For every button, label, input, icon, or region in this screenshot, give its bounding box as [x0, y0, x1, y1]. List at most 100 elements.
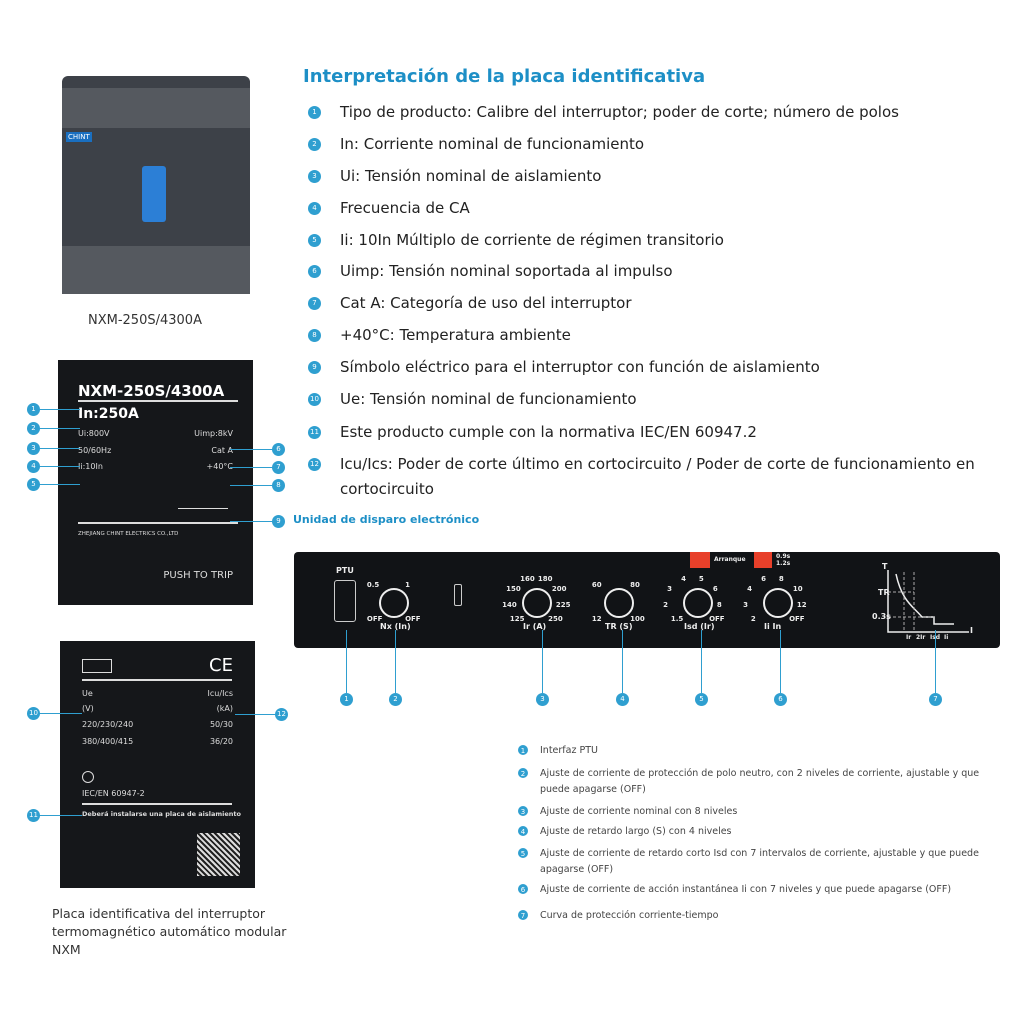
dial-value: OFF: [405, 614, 421, 623]
ue-unit: (V): [82, 704, 94, 713]
push-to-trip: PUSH TO TRIP: [163, 570, 233, 581]
dial-value: 8: [778, 575, 784, 584]
item-text: Este producto cumple con la normativa IE…: [340, 423, 757, 441]
callout-line: [230, 521, 278, 522]
warning-text: Deberá instalarse una placa de aislamien…: [82, 810, 242, 818]
dial-value: 150: [506, 585, 521, 594]
number-badge-icon: 11: [308, 426, 321, 439]
dial-value: 8: [716, 600, 722, 609]
list-item: 1 Tipo de producto: Calibre del interrupt…: [308, 100, 1010, 125]
plate-model: NXM-250S/4300A: [78, 382, 225, 400]
callout-line: [935, 630, 936, 693]
certification-logo: [82, 659, 112, 673]
item-text: Icu/Ics: Poder de corte último en cortoc…: [340, 455, 975, 498]
tr-label: TR (S): [605, 622, 633, 631]
icu-label: Icu/Ics: [207, 689, 233, 698]
ir-dial[interactable]: [522, 588, 552, 618]
list-item: 11 Este producto cumple con la normativa …: [308, 420, 1010, 445]
icu-2: 36/20: [209, 737, 233, 746]
dial-value: 100: [630, 614, 645, 623]
dial-value: 12: [591, 614, 602, 623]
breaker-handle: [142, 166, 166, 222]
number-badge-icon: 7: [308, 297, 321, 310]
plate-cat: Cat A: [211, 446, 233, 455]
dial-value: 10: [792, 585, 803, 594]
dial-value: 250: [548, 614, 563, 623]
dial-value: OFF: [709, 614, 725, 623]
time-current-curve: [887, 570, 969, 633]
dial-value: 60: [591, 581, 602, 590]
dial-value: 125: [509, 614, 525, 623]
terminal-top: [62, 88, 250, 128]
dial-value: 5: [698, 575, 704, 584]
dial-value: 80: [630, 581, 640, 590]
number-badge-icon: 12: [308, 458, 321, 471]
legend-text: Interfaz PTU: [540, 745, 598, 756]
number-badge-icon: 8: [308, 329, 321, 342]
ii-dial[interactable]: [763, 588, 793, 618]
plate-temp: +40°C: [206, 462, 233, 471]
callout-badge-icon: 5: [27, 478, 40, 491]
callout-line: [230, 485, 278, 486]
brand-logo: CHINT: [66, 132, 92, 142]
item-text: +40°C: Temperatura ambiente: [340, 326, 571, 344]
callout-badge-icon: 10: [27, 707, 40, 720]
legend-text: Ajuste de corriente de acción instantáne…: [540, 884, 952, 895]
time-1: 0.9s: [776, 553, 791, 560]
callout-line: [701, 630, 702, 693]
divider: [78, 522, 238, 524]
number-badge-icon: 1: [518, 745, 528, 755]
callout-badge-icon: 6: [774, 693, 787, 706]
item-text: Tipo de producto: Calibre del interrupto…: [340, 103, 899, 121]
callout-line: [33, 815, 82, 816]
qr-code: [197, 833, 240, 876]
number-badge-icon: 4: [518, 826, 528, 836]
callout-badge-icon: 6: [272, 443, 285, 456]
callout-badge-icon: 11: [27, 809, 40, 822]
callout-line: [395, 630, 396, 693]
number-badge-icon: 3: [308, 170, 321, 183]
callout-badge-icon: 7: [272, 461, 285, 474]
plate-in: In:250A: [78, 406, 139, 422]
callout-badge-icon: 5: [695, 693, 708, 706]
dial-value: 4: [681, 575, 686, 584]
divider: [82, 679, 232, 681]
isolation-symbol: [178, 508, 228, 509]
callout-badge-icon: 1: [27, 403, 40, 416]
item-text: Símbolo eléctrico para el interruptor co…: [340, 358, 820, 376]
dial-value: 1.5: [670, 614, 684, 623]
section-title: Interpretación de la placa identificativ…: [303, 66, 706, 87]
arranque-marker: [690, 552, 710, 568]
ptu-port[interactable]: [334, 580, 356, 622]
curve-ir: Ir: [906, 634, 912, 641]
curve-t: T: [882, 562, 888, 571]
dial-value: 200: [551, 585, 567, 594]
isd-dial[interactable]: [683, 588, 713, 618]
nx-dial[interactable]: [379, 588, 409, 618]
nameplate-front: NXM-250S/4300A In:250A Ui:800V 50/60Hz I…: [58, 360, 253, 605]
curve-03s: 0.3s: [872, 612, 891, 621]
divider: [82, 803, 232, 805]
list-item: 12 Icu/Ics: Poder de corte último en cort…: [308, 452, 1010, 502]
terminal-bottom: [62, 246, 250, 294]
callout-badge-icon: 9: [272, 515, 285, 528]
item-text: Ui: Tensión nominal de aislamiento: [340, 167, 602, 185]
dial-value: 4: [747, 585, 752, 594]
arranque-label: Arranque: [714, 556, 746, 563]
breaker-image: CHINT: [62, 76, 250, 294]
tr-dial[interactable]: [604, 588, 634, 618]
callout-line: [33, 448, 80, 449]
dial-value: 2: [663, 600, 669, 609]
nx-label: Nx (In): [380, 622, 411, 631]
standard: IEC/EN 60947-2: [82, 789, 145, 798]
plate-freq: 50/60Hz: [78, 446, 112, 455]
isd-label: Isd (Ir): [684, 622, 715, 631]
curve-tr: TR: [878, 588, 890, 597]
number-badge-icon: 1: [308, 106, 321, 119]
